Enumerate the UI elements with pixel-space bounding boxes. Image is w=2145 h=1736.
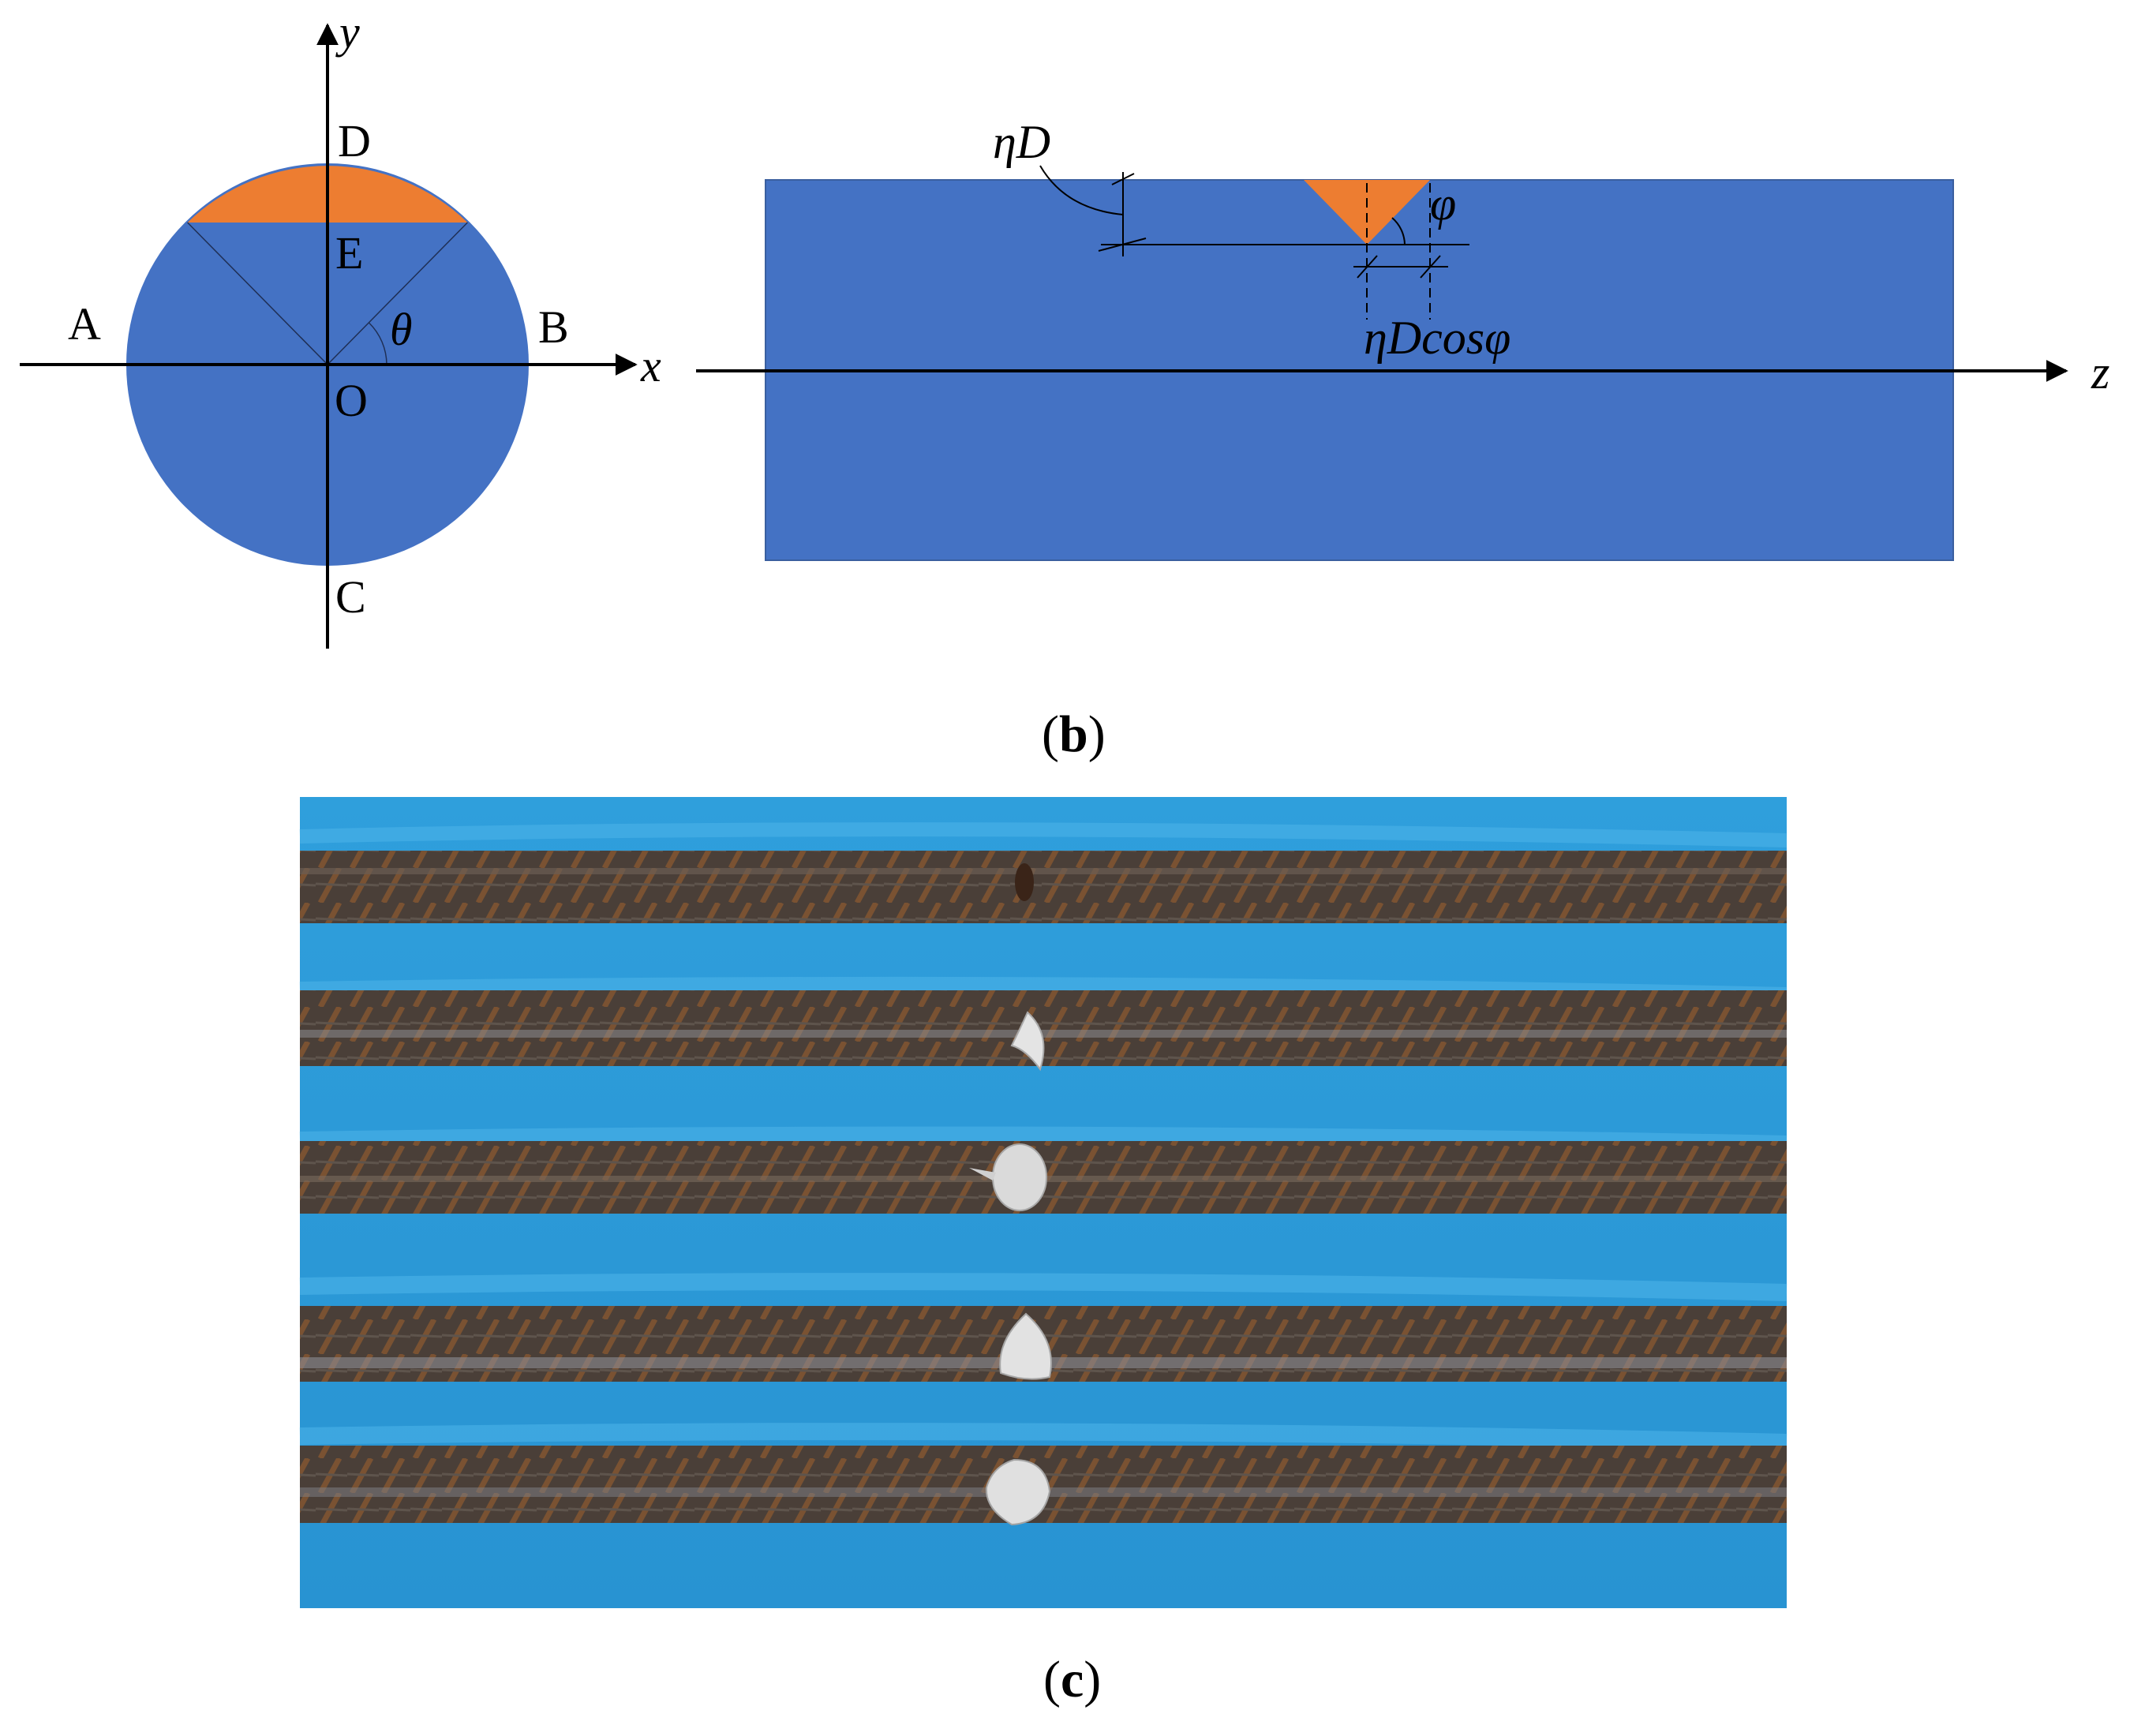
y-axis-label: y — [335, 6, 360, 58]
rebar-4-pit — [999, 1312, 1052, 1380]
projection-tick-left — [1357, 255, 1378, 279]
radius-line-right — [327, 222, 468, 365]
eta-d-label: ηD — [993, 116, 1050, 168]
cross-section-diagram: y x D E A B O C θ — [20, 6, 661, 649]
corrosion-pit — [1304, 180, 1430, 245]
radius-line-left — [187, 222, 328, 365]
point-label-a: A — [68, 298, 101, 350]
eta-d-leader — [1039, 165, 1124, 215]
rebar-2-pit — [1010, 1011, 1045, 1072]
phi-label: φ — [1430, 178, 1456, 230]
side-view-diagram: ηD φ ηDcosφ z — [696, 116, 2109, 561]
caption-b-letter: b — [1059, 705, 1088, 763]
caption-c-open: ( — [1043, 1651, 1061, 1708]
caption-b: (b) — [1042, 705, 1106, 763]
theta-label: θ — [390, 304, 413, 355]
point-label-e: E — [335, 227, 363, 279]
caption-c-close: ) — [1084, 1651, 1101, 1708]
rebar-5-pit — [985, 1458, 1051, 1526]
projection-label-text: ηDcosφ — [1364, 312, 1510, 364]
point-label-c: C — [335, 571, 366, 623]
theta-arc — [368, 322, 387, 365]
rebar-1-pit — [1015, 863, 1034, 901]
rebar-photo — [299, 797, 1788, 1608]
point-label-d: D — [338, 115, 371, 166]
caption-b-close: ) — [1088, 705, 1106, 763]
point-label-o: O — [335, 375, 368, 426]
projection-tick-right — [1420, 255, 1441, 279]
projection-label: ηDcosφ — [1364, 312, 1510, 364]
caption-c: (c) — [1043, 1651, 1101, 1708]
rebar-3-pit — [992, 1143, 1047, 1211]
caption-b-open: ( — [1042, 705, 1059, 763]
x-axis-label: x — [640, 340, 661, 391]
point-label-b: B — [538, 301, 569, 353]
z-axis-label: z — [2091, 346, 2109, 398]
rebar-1 — [300, 851, 1787, 923]
phi-arc — [1391, 217, 1406, 245]
caption-c-letter: c — [1061, 1651, 1084, 1708]
depth-tick-top — [1111, 173, 1135, 185]
